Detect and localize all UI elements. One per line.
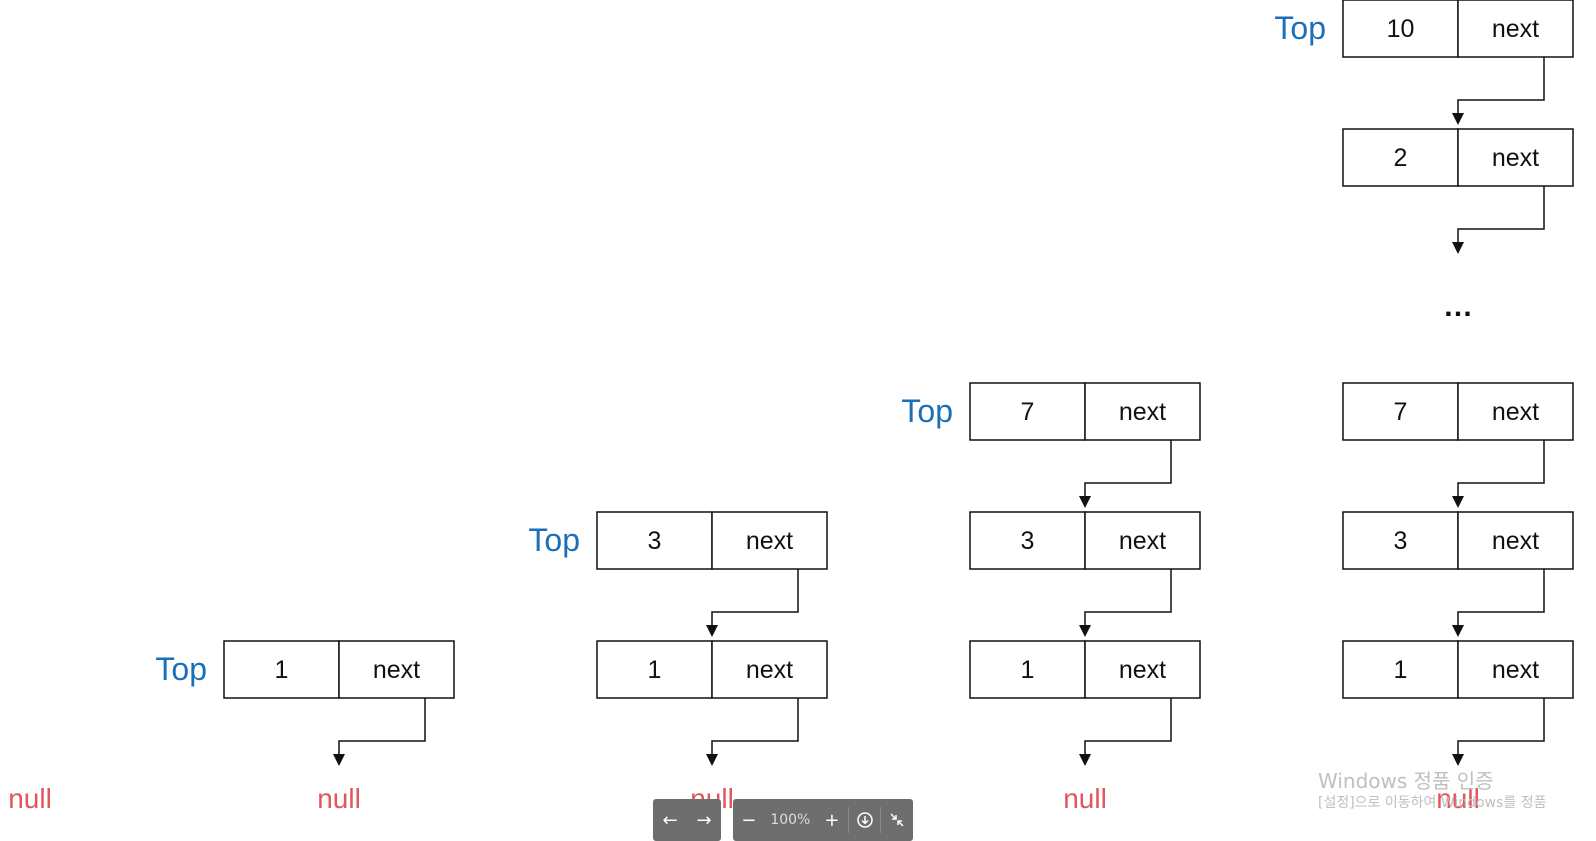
arrow-head (1452, 625, 1464, 637)
node-value: 3 (648, 527, 662, 555)
next-pointer-arrow (711, 698, 799, 756)
node-data-cell (1342, 511, 1459, 570)
arrow-head (1452, 754, 1464, 766)
arrow-head (706, 625, 718, 637)
node-next-cell (1457, 0, 1574, 58)
next-pointer-arrow (711, 569, 799, 627)
node-next-cell (1457, 382, 1574, 441)
next-pointer-arrow (1084, 569, 1172, 627)
toolbar-divider (847, 807, 849, 833)
node-next-cell (711, 640, 828, 699)
node-next-cell (1084, 382, 1201, 441)
node-data-cell (223, 640, 340, 699)
next-pointer-arrow (1084, 440, 1172, 498)
arrow-head (1452, 496, 1464, 508)
arrow-head (1079, 754, 1091, 766)
next-pointer-arrow (1457, 440, 1545, 498)
node-next-cell (1457, 511, 1574, 570)
node-value: 1 (1394, 656, 1408, 684)
node-data-cell (1342, 128, 1459, 187)
node-next-label: next (373, 656, 420, 684)
next-pointer-arrow (1084, 698, 1172, 756)
node-next-label: next (1119, 398, 1166, 426)
arrow-head (1452, 113, 1464, 125)
toolbar-divider (880, 807, 882, 833)
node-next-label: next (1492, 15, 1539, 43)
top-label: Top (1274, 10, 1326, 46)
node-data-cell (1342, 0, 1459, 58)
arrow-head (706, 754, 718, 766)
ellipsis: … (1443, 290, 1473, 323)
node-data-cell (1342, 640, 1459, 699)
collapse-icon[interactable] (881, 805, 913, 835)
null-label: null (1436, 783, 1480, 814)
node-value: 1 (648, 656, 662, 684)
node-next-label: next (746, 527, 793, 555)
node-next-cell (1457, 128, 1574, 187)
viewer-nav-toolbar: ← → (653, 799, 721, 841)
top-label: Top (901, 393, 953, 429)
node-next-label: next (1119, 527, 1166, 555)
node-next-cell (338, 640, 455, 699)
next-pointer-arrow (338, 698, 426, 756)
node-value: 7 (1021, 398, 1035, 426)
viewer-zoom-toolbar: − 100% + (733, 799, 913, 841)
node-data-cell (969, 640, 1086, 699)
next-pointer-arrow (1457, 57, 1545, 115)
node-data-cell (1342, 382, 1459, 441)
windows-activation-watermark: Windows 정품 인증 [설정]으로 이동하여 Windows를 정품 (1318, 768, 1546, 812)
node-next-cell (1084, 511, 1201, 570)
watermark-title: Windows 정품 인증 (1318, 769, 1494, 793)
node-next-cell (711, 511, 828, 570)
node-data-cell (596, 640, 713, 699)
arrow-right-icon[interactable]: → (696, 809, 712, 831)
next-pointer-arrow (1457, 186, 1545, 244)
node-next-cell (1084, 640, 1201, 699)
arrow-head (1452, 242, 1464, 254)
zoom-level: 100% (770, 812, 811, 828)
null-label: null (8, 783, 52, 814)
download-icon[interactable] (849, 805, 881, 835)
null-label: null (317, 783, 361, 814)
node-data-cell (969, 511, 1086, 570)
arrow-head (1079, 625, 1091, 637)
node-value: 2 (1394, 144, 1408, 172)
node-value: 1 (275, 656, 289, 684)
node-data-cell (596, 511, 713, 570)
null-label: null (1063, 783, 1107, 814)
watermark-subtitle: [설정]으로 이동하여 Windows를 정품 (1318, 795, 1547, 811)
arrow-head (1079, 496, 1091, 508)
top-label: Top (528, 522, 580, 558)
node-next-label: next (746, 656, 793, 684)
arrow-left-icon[interactable]: ← (662, 809, 678, 831)
node-next-label: next (1492, 144, 1539, 172)
node-next-label: next (1119, 656, 1166, 684)
plus-icon[interactable]: + (824, 809, 840, 831)
node-value: 1 (1021, 656, 1035, 684)
node-value: 10 (1387, 15, 1415, 43)
node-value: 3 (1394, 527, 1408, 555)
node-next-cell (1457, 640, 1574, 699)
node-next-label: next (1492, 656, 1539, 684)
next-pointer-arrow (1457, 698, 1545, 756)
minus-icon[interactable]: − (741, 809, 757, 831)
node-value: 7 (1394, 398, 1408, 426)
arrow-head (333, 754, 345, 766)
node-value: 3 (1021, 527, 1035, 555)
next-pointer-arrow (1457, 569, 1545, 627)
node-next-label: next (1492, 527, 1539, 555)
top-label: Top (155, 651, 207, 687)
node-next-label: next (1492, 398, 1539, 426)
